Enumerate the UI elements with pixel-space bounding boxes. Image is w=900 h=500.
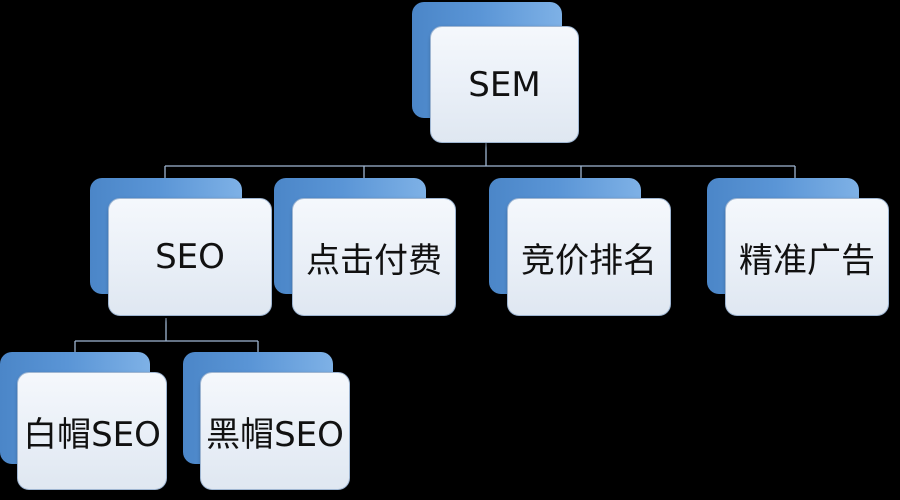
node-sem: SEM	[412, 2, 579, 143]
node-bidding-ranking-label: 竞价排名	[507, 198, 671, 316]
node-black-hat-seo-label: 黑帽SEO	[200, 372, 350, 490]
node-sem-label: SEM	[430, 26, 579, 143]
node-precision-ads: 精准广告	[707, 178, 892, 318]
node-white-hat-seo: 白帽SEO	[0, 352, 168, 492]
node-seo-label: SEO	[108, 198, 272, 316]
node-pay-per-click: 点击付费	[274, 178, 459, 318]
node-precision-ads-label: 精准广告	[725, 198, 889, 316]
node-bidding-ranking: 竞价排名	[489, 178, 674, 318]
node-seo: SEO	[90, 178, 275, 318]
node-pay-per-click-label: 点击付费	[292, 198, 456, 316]
node-black-hat-seo: 黑帽SEO	[183, 352, 351, 492]
node-white-hat-seo-label: 白帽SEO	[17, 372, 167, 490]
